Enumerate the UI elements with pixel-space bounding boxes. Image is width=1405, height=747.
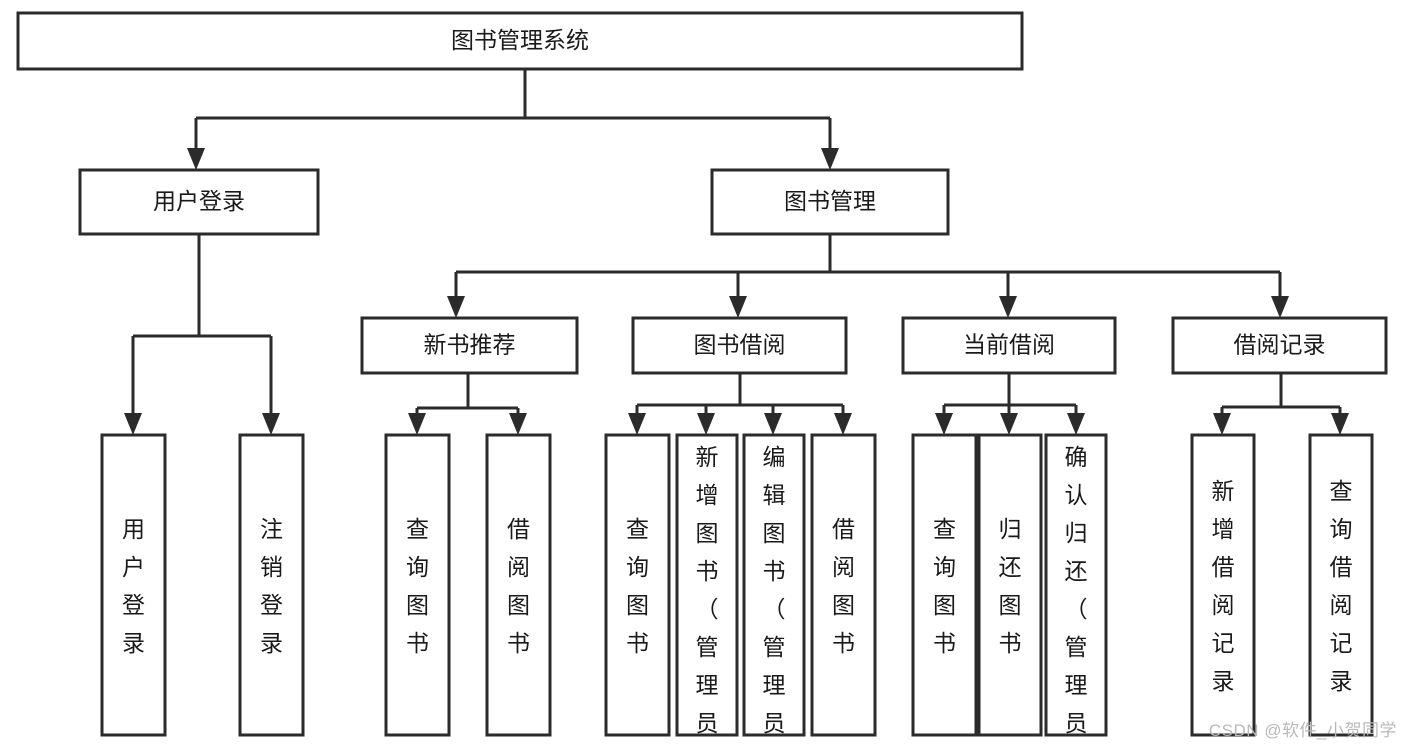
- node-leaf-edit-book-admin[interactable]: 编辑图书（管理员）: [742, 433, 806, 747]
- arrow-head-icon: [697, 413, 715, 435]
- node-label-leaf-query-book-borrow: 查询图书: [626, 516, 649, 656]
- node-box-leaf-query-book-current: [911, 433, 978, 737]
- node-leaf-add-book-admin[interactable]: 新增图书（管理员）: [675, 433, 739, 747]
- node-label-leaf-query-book-recommend: 查询图书: [406, 516, 429, 656]
- node-box-new-book-recommend: [360, 316, 579, 375]
- node-leaf-borrow-book[interactable]: 借阅图书: [810, 433, 877, 737]
- arrow-head-icon: [729, 296, 747, 318]
- node-label-leaf-return-book: 归还图书: [999, 516, 1022, 656]
- node-label-leaf-borrow-book-recommend: 借阅图书: [507, 516, 530, 656]
- node-label-user-login: 用户登录: [153, 188, 245, 214]
- arrow-head-icon: [1271, 296, 1289, 318]
- arrow-head-icon: [834, 413, 852, 435]
- watermark-label: CSDN @软件_小贺同学: [1208, 721, 1397, 740]
- arrow-head-icon: [1331, 413, 1349, 435]
- node-book-management[interactable]: 图书管理: [710, 168, 950, 236]
- arrow-head-icon: [262, 413, 280, 435]
- node-box-root: [16, 11, 1024, 71]
- node-box-leaf-borrow-book-recommend: [485, 433, 552, 737]
- node-label-borrow-record: 借阅记录: [1234, 332, 1326, 358]
- node-label-leaf-user-login: 用户登录: [122, 516, 145, 656]
- node-borrow-record[interactable]: 借阅记录: [1171, 316, 1388, 375]
- node-label-leaf-query-book-current: 查询图书: [933, 516, 956, 656]
- node-leaf-query-borrow-record[interactable]: 查询借阅记录: [1308, 433, 1374, 737]
- node-root[interactable]: 图书管理系统: [16, 11, 1024, 71]
- node-label-leaf-logout: 注销登录: [260, 516, 283, 656]
- node-leaf-logout[interactable]: 注销登录: [238, 433, 305, 737]
- node-leaf-confirm-return-admin[interactable]: 确认归还（管理员）: [1044, 433, 1108, 747]
- node-label-new-book-recommend: 新书推荐: [424, 332, 516, 358]
- node-label-leaf-add-book-admin: 新增图书（管理员）: [696, 444, 719, 747]
- node-current-borrow[interactable]: 当前借阅: [901, 316, 1117, 375]
- arrow-head-icon: [187, 148, 205, 170]
- node-box-leaf-add-borrow-record: [1190, 433, 1256, 737]
- arrow-head-icon: [935, 413, 953, 435]
- arrow-head-icon: [764, 413, 782, 435]
- node-box-leaf-add-book-admin: [675, 433, 739, 737]
- node-box-leaf-borrow-book: [810, 433, 877, 737]
- node-label-leaf-add-borrow-record: 新增借阅记录: [1212, 478, 1235, 694]
- arrow-head-icon: [447, 296, 465, 318]
- arrow-head-icon: [1000, 413, 1018, 435]
- node-leaf-user-login[interactable]: 用户登录: [100, 433, 167, 737]
- arrow-head-icon: [999, 296, 1017, 318]
- arrow-head-icon: [821, 148, 839, 170]
- node-label-current-borrow: 当前借阅: [963, 332, 1055, 358]
- node-box-leaf-logout: [238, 433, 305, 737]
- node-leaf-add-borrow-record[interactable]: 新增借阅记录: [1190, 433, 1256, 737]
- node-leaf-query-book-current[interactable]: 查询图书: [911, 433, 978, 737]
- node-box-book-management: [710, 168, 950, 236]
- node-leaf-borrow-book-recommend[interactable]: 借阅图书: [485, 433, 552, 737]
- node-label-leaf-borrow-book: 借阅图书: [832, 516, 855, 656]
- node-label-leaf-query-borrow-record: 查询借阅记录: [1330, 478, 1353, 694]
- node-box-current-borrow: [901, 316, 1117, 375]
- node-box-borrow-record: [1171, 316, 1388, 375]
- node-label-root: 图书管理系统: [451, 27, 589, 53]
- node-box-leaf-query-book-recommend: [384, 433, 451, 737]
- node-book-borrow[interactable]: 图书借阅: [631, 316, 848, 375]
- node-leaf-return-book[interactable]: 归还图书: [977, 433, 1043, 737]
- node-box-leaf-query-book-borrow: [604, 433, 671, 737]
- node-box-leaf-user-login: [100, 433, 167, 737]
- arrow-head-icon: [509, 413, 527, 435]
- node-box-leaf-query-borrow-record: [1308, 433, 1374, 737]
- node-label-leaf-edit-book-admin: 编辑图书（管理员）: [763, 444, 786, 747]
- node-user-login[interactable]: 用户登录: [78, 168, 320, 236]
- arrow-head-icon: [628, 413, 646, 435]
- arrow-head-icon: [124, 413, 142, 435]
- node-leaf-query-book-borrow[interactable]: 查询图书: [604, 433, 671, 737]
- node-new-book-recommend[interactable]: 新书推荐: [360, 316, 579, 375]
- node-leaf-query-book-recommend[interactable]: 查询图书: [384, 433, 451, 737]
- node-label-book-management: 图书管理: [784, 188, 876, 214]
- arrow-head-icon: [1067, 413, 1085, 435]
- node-box-leaf-edit-book-admin: [742, 433, 806, 737]
- node-box-user-login: [78, 168, 320, 236]
- node-box-book-borrow: [631, 316, 848, 375]
- node-box-leaf-confirm-return-admin: [1044, 433, 1108, 737]
- node-label-leaf-confirm-return-admin: 确认归还（管理员）: [1065, 444, 1088, 747]
- node-box-leaf-return-book: [977, 433, 1043, 737]
- connector-layer: [124, 69, 1349, 435]
- node-label-book-borrow: 图书借阅: [694, 332, 786, 358]
- arrow-head-icon: [408, 413, 426, 435]
- arrow-head-icon: [1213, 413, 1231, 435]
